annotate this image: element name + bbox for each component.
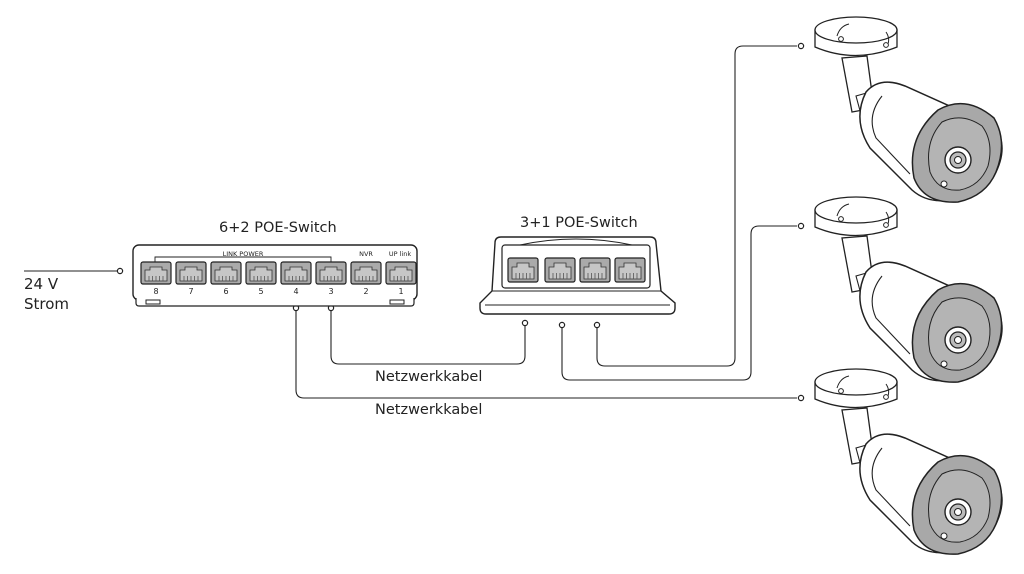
camera-3-connector <box>797 394 805 402</box>
camera-1-connector <box>797 42 805 50</box>
wires <box>24 45 797 399</box>
small-switch-connector-in <box>521 319 529 327</box>
small-switch-title: 3+1 POE-Switch <box>520 215 638 231</box>
camera-1 <box>814 16 1003 203</box>
power-connector <box>116 267 124 275</box>
connectors <box>116 42 805 402</box>
rj45-port <box>210 261 242 285</box>
camera-2-connector <box>797 222 805 230</box>
rj45-port <box>280 261 312 285</box>
port-number: 4 <box>293 287 298 296</box>
camera-3 <box>814 368 1003 555</box>
switch-foot-right <box>389 299 405 305</box>
small-poe-switch <box>479 236 676 315</box>
large-switch-title: 6+2 POE-Switch <box>219 220 337 236</box>
port-number: 6 <box>223 287 228 296</box>
port-group <box>140 261 417 285</box>
cable-label-upper: Netzwerkkabel <box>375 369 483 385</box>
nvr-label: NVR <box>359 250 373 258</box>
cable-camera-2 <box>561 225 797 381</box>
rj45-port <box>175 261 207 285</box>
cable-camera-1 <box>596 45 797 367</box>
port-number: 2 <box>363 287 368 296</box>
rj45-port <box>140 261 172 285</box>
large-poe-switch: LINK POWER NVR UP link 8 7 6 5 4 3 2 1 <box>132 244 418 307</box>
port-number: 7 <box>188 287 193 296</box>
rj45-port <box>245 261 277 285</box>
small-switch-connector-out-2 <box>593 321 601 329</box>
rj45-port <box>350 261 382 285</box>
link-power-bracket <box>154 256 332 262</box>
switch-foot-left <box>145 299 161 305</box>
small-switch-face <box>501 244 651 289</box>
power-voltage-label: 24 V <box>24 275 59 293</box>
switch-base <box>135 298 415 307</box>
cable-switch-link <box>330 310 526 365</box>
rj45-port <box>614 257 646 283</box>
port-number: 1 <box>398 287 403 296</box>
small-port-group <box>507 257 646 283</box>
port-number: 5 <box>258 287 263 296</box>
rj45-port <box>385 261 417 285</box>
rj45-port <box>315 261 347 285</box>
rj45-port <box>579 257 611 283</box>
port-number: 3 <box>328 287 333 296</box>
port-number: 8 <box>153 287 158 296</box>
cable-camera-3 <box>295 310 797 399</box>
uplink-label: UP link <box>389 250 411 258</box>
camera-2 <box>814 196 1003 383</box>
power-label: Strom <box>24 295 70 313</box>
small-switch-connector-out-1 <box>558 321 566 329</box>
link-power-label: LINK POWER <box>223 250 264 258</box>
rj45-port <box>544 257 576 283</box>
cable-label-lower: Netzwerkkabel <box>375 402 483 418</box>
rj45-port <box>507 257 539 283</box>
